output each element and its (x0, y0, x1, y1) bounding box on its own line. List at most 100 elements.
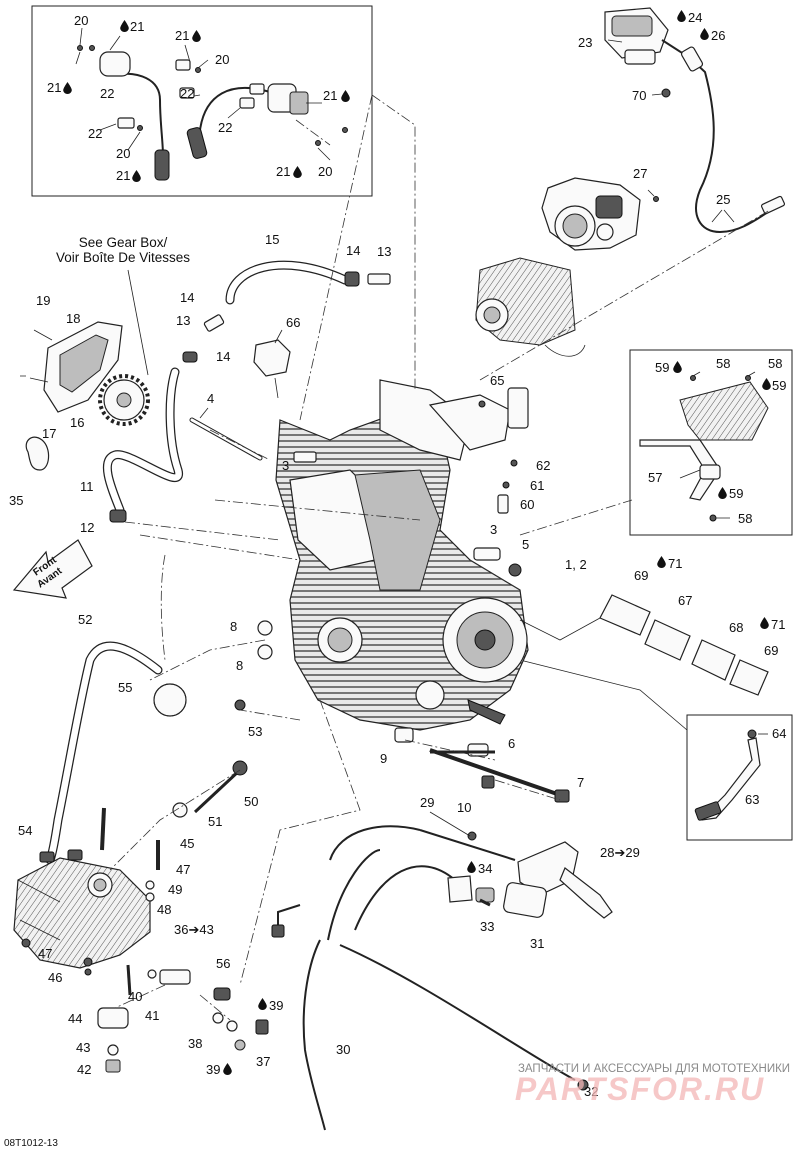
bracket-inset (629, 349, 793, 536)
oil-tank (13, 641, 269, 1073)
intake-assembly (475, 257, 586, 357)
callout: 4 (207, 391, 214, 406)
callout: 1, 2 (565, 557, 587, 572)
callout: 21 (276, 164, 290, 179)
callout: 21 (175, 28, 189, 43)
callout: 39 (206, 1062, 220, 1077)
callout: 57 (648, 470, 662, 485)
callout: 6 (508, 736, 515, 751)
callout: 52 (78, 612, 92, 627)
callout: 49 (168, 882, 182, 897)
watermark-text: ЗАПЧАСТИ И АКСЕССУАРЫ ДЛЯ МОТОТЕХНИКИ (518, 1063, 790, 1075)
callout: 47 (176, 862, 190, 877)
sprocket-cover (20, 269, 150, 471)
coil-wire-inset (31, 5, 373, 197)
callout: 32 (584, 1084, 598, 1099)
callout: 17 (42, 426, 56, 441)
callout: 61 (530, 478, 544, 493)
front-direction-arrow: Front Avant (12, 539, 93, 599)
callout: 56 (216, 956, 230, 971)
callout: 40 (128, 989, 142, 1004)
callout: 68 (729, 620, 743, 635)
callout: 37 (256, 1054, 270, 1069)
callout: 59 (772, 378, 786, 393)
callout: 69 (764, 643, 778, 658)
gearbox-note: See Gear Box/ (79, 235, 168, 250)
callout: 10 (457, 800, 471, 815)
callout: 3 (282, 458, 289, 473)
callout: 44 (68, 1011, 82, 1026)
callout: 20 (116, 146, 130, 161)
callout: 30 (336, 1042, 350, 1057)
callout-labels: 20 21 21 22 21 20 22 22 22 21 20 21 21 2… (9, 10, 786, 1099)
callout: 27 (633, 166, 647, 181)
callout: 16 (70, 415, 84, 430)
clutch-lever (271, 811, 613, 1131)
callout: 58 (738, 511, 752, 526)
callout: 41 (145, 1008, 159, 1023)
callout: 26 (711, 28, 725, 43)
callout: 8 (236, 658, 243, 673)
throttle-housing (604, 7, 786, 234)
callout: 14 (346, 243, 360, 258)
callout: 13 (176, 313, 190, 328)
engine-block (275, 379, 529, 731)
callout: 21 (116, 168, 130, 183)
callout: 71 (668, 556, 682, 571)
callout: 58 (768, 356, 782, 371)
callout: 58 (716, 356, 730, 371)
callout: 46 (48, 970, 62, 985)
callout: 12 (80, 520, 94, 535)
callout: 31 (530, 936, 544, 951)
callout: 65 (490, 373, 504, 388)
callout: 14 (180, 290, 194, 305)
callout: 60 (520, 497, 534, 512)
watermark-logo: PARTSFOR.RU (515, 1071, 765, 1107)
callout: 51 (208, 814, 222, 829)
callout: 48 (157, 902, 171, 917)
callout: 5 (522, 537, 529, 552)
callout: 70 (632, 88, 646, 103)
exhaust-sleeves (519, 594, 769, 696)
gearbox-note-fr: Voir Boîte De Vitesses (56, 250, 190, 265)
callout: 28➔29 (600, 845, 640, 860)
engine-fasteners (257, 387, 570, 803)
callout: 7 (577, 775, 584, 790)
callout: 21 (47, 80, 61, 95)
callout: 33 (480, 919, 494, 934)
callout: 53 (248, 724, 262, 739)
callout: 22 (180, 86, 194, 101)
assembly-lines (109, 94, 771, 1021)
callout: 13 (377, 244, 391, 259)
callout: 71 (771, 617, 785, 632)
callout: 18 (66, 311, 80, 326)
callout: 66 (286, 315, 300, 330)
callout: 47 (38, 946, 52, 961)
callout: 45 (180, 836, 194, 851)
callout: 20 (215, 52, 229, 67)
callout: 63 (745, 792, 759, 807)
callout: 22 (88, 126, 102, 141)
callout: 39 (269, 998, 283, 1013)
callout: 29 (420, 795, 434, 810)
callout: 20 (74, 13, 88, 28)
throttle-body (541, 177, 641, 251)
callout: 59 (729, 486, 743, 501)
callout: 35 (9, 493, 23, 508)
callout: 15 (265, 232, 279, 247)
callout: 21 (130, 19, 144, 34)
callout: 20 (318, 164, 332, 179)
callout: 59 (655, 360, 669, 375)
callout: 36➔43 (174, 922, 214, 937)
callout: 22 (100, 86, 114, 101)
callout: 25 (716, 192, 730, 207)
callout: 64 (772, 726, 786, 741)
shift-lever-inset (519, 659, 793, 841)
callout: 38 (188, 1036, 202, 1051)
callout: 43 (76, 1040, 90, 1055)
callout: 19 (36, 293, 50, 308)
callout: 34 (478, 861, 492, 876)
callout: 3 (490, 522, 497, 537)
callout: 42 (77, 1062, 91, 1077)
